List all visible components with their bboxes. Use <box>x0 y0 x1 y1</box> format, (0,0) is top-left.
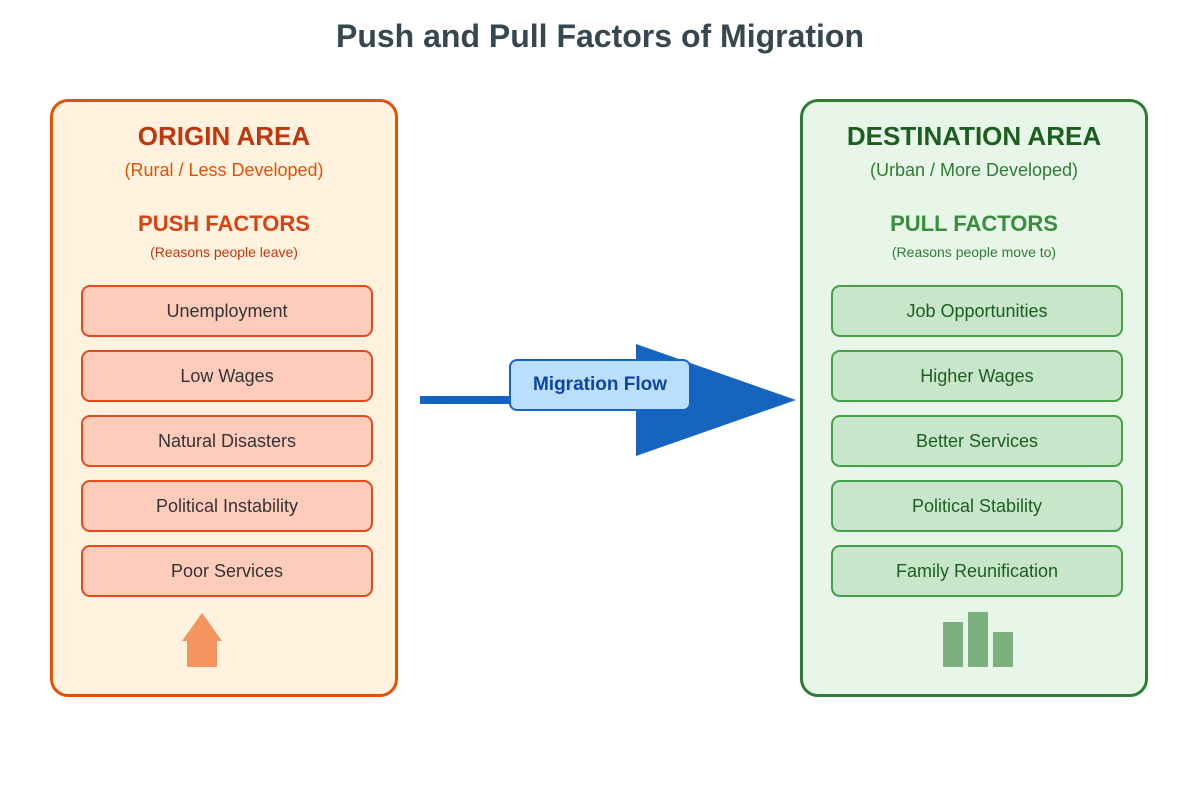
destination-area-panel: DESTINATION AREA (Urban / More Developed… <box>800 99 1148 697</box>
push-factor-box: Natural Disasters <box>81 415 373 467</box>
push-factor-box: Unemployment <box>81 285 373 337</box>
pull-factor-box: Family Reunification <box>831 545 1123 597</box>
pull-factor-box: Higher Wages <box>831 350 1123 402</box>
origin-subtitle: (Rural / Less Developed) <box>124 160 324 180</box>
push-factors-note: (Reasons people leave) <box>150 244 298 260</box>
push-factor-box: Poor Services <box>81 545 373 597</box>
push-factors-heading: PUSH FACTORS <box>138 211 310 236</box>
pull-factor-box: Better Services <box>831 415 1123 467</box>
city-buildings-icon <box>943 612 1013 667</box>
origin-area-panel: ORIGIN AREA (Rural / Less Developed) PUS… <box>50 99 398 697</box>
push-factor-box: Low Wages <box>81 350 373 402</box>
migration-flow-label: Migration Flow <box>509 359 691 411</box>
destination-title: DESTINATION AREA <box>846 121 1102 151</box>
pull-factors-note: (Reasons people move to) <box>891 244 1057 260</box>
origin-title: ORIGIN AREA <box>137 121 311 151</box>
house-icon <box>182 613 222 667</box>
pull-factor-box: Political Stability <box>831 480 1123 532</box>
destination-subtitle: (Urban / More Developed) <box>869 160 1079 180</box>
pull-factor-box: Job Opportunities <box>831 285 1123 337</box>
diagram-title: Push and Pull Factors of Migration <box>335 18 865 54</box>
pull-factors-heading: PULL FACTORS <box>890 211 1058 236</box>
push-factor-box: Political Instability <box>81 480 373 532</box>
